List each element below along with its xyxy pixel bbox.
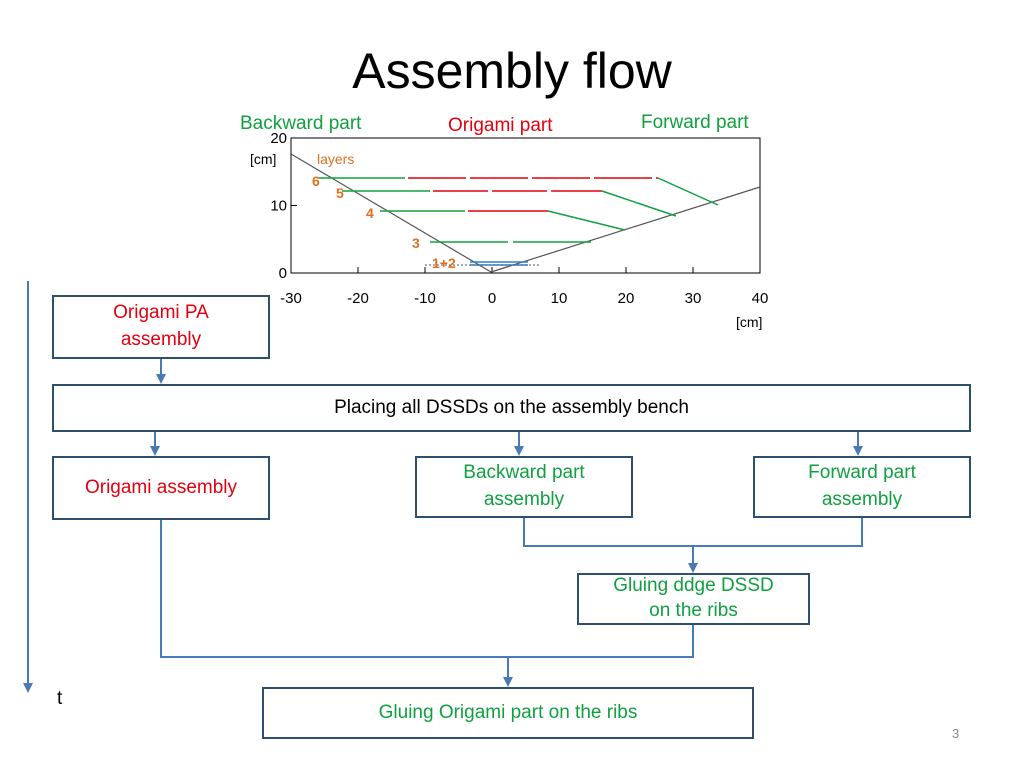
layer-label-6: 6 bbox=[312, 173, 320, 189]
backward-acceptance-line bbox=[290, 153, 492, 273]
x-unit-label: [cm] bbox=[736, 314, 762, 330]
origami-part-label: Origami part bbox=[448, 115, 553, 136]
x-tick-label: -30 bbox=[280, 290, 302, 307]
backward-part-assembly-box: Backward part assembly bbox=[415, 456, 633, 518]
y-tick-label: 0 bbox=[279, 265, 287, 282]
forward-part-label: Forward part bbox=[641, 112, 749, 133]
plot-frame bbox=[290, 137, 761, 274]
x-tick-label: 30 bbox=[685, 290, 702, 307]
layer6-forward bbox=[657, 177, 719, 206]
layer5-forward bbox=[601, 190, 677, 217]
x-tick-label: 0 bbox=[488, 290, 496, 307]
layer-label-1-2: 1+2 bbox=[432, 255, 456, 271]
page-title: Assembly flow bbox=[352, 43, 672, 99]
y-tick-label: 10 bbox=[270, 198, 287, 215]
y-axis: 0 10 20 bbox=[270, 130, 297, 282]
connector-final-merge bbox=[160, 520, 694, 658]
layers-annotation: layers bbox=[317, 151, 354, 167]
origami-pa-assembly-box: Origami PA assembly bbox=[52, 295, 270, 359]
time-label: t bbox=[57, 688, 63, 709]
layer-label-3: 3 bbox=[412, 235, 420, 251]
page-number: 3 bbox=[952, 726, 960, 741]
x-tick-label: -10 bbox=[414, 290, 436, 307]
forward-part-assembly-box: Forward part assembly bbox=[753, 456, 971, 518]
x-axis: -30 -20 -10 0 10 20 30 40 bbox=[280, 267, 768, 307]
placing-dssds-box: Placing all DSSDs on the assembly bench bbox=[52, 384, 971, 432]
layer-label-4: 4 bbox=[366, 205, 374, 221]
connector-parts-merge bbox=[523, 518, 863, 547]
detector-layout-chart: -30 -20 -10 0 10 20 30 40 0 10 20 [cm] [cm] layer… bbox=[250, 130, 768, 330]
origami-assembly-box: Origami assembly bbox=[52, 456, 270, 520]
x-tick-label: 20 bbox=[618, 290, 635, 307]
gluing-edge-dssd-box: Gluing ddge DSSD on the ribs bbox=[577, 573, 810, 625]
x-tick-label: 40 bbox=[752, 290, 769, 307]
backward-part-label: Backward part bbox=[240, 113, 362, 134]
y-unit-label: [cm] bbox=[250, 151, 276, 167]
x-tick-label: 10 bbox=[551, 290, 568, 307]
gluing-origami-box: Gluing Origami part on the ribs bbox=[262, 687, 754, 739]
layer-label-5: 5 bbox=[336, 185, 344, 201]
x-tick-label: -20 bbox=[347, 290, 369, 307]
y-tick-label: 20 bbox=[270, 130, 287, 147]
forward-acceptance-line bbox=[490, 186, 761, 273]
layer4-forward bbox=[547, 210, 626, 231]
